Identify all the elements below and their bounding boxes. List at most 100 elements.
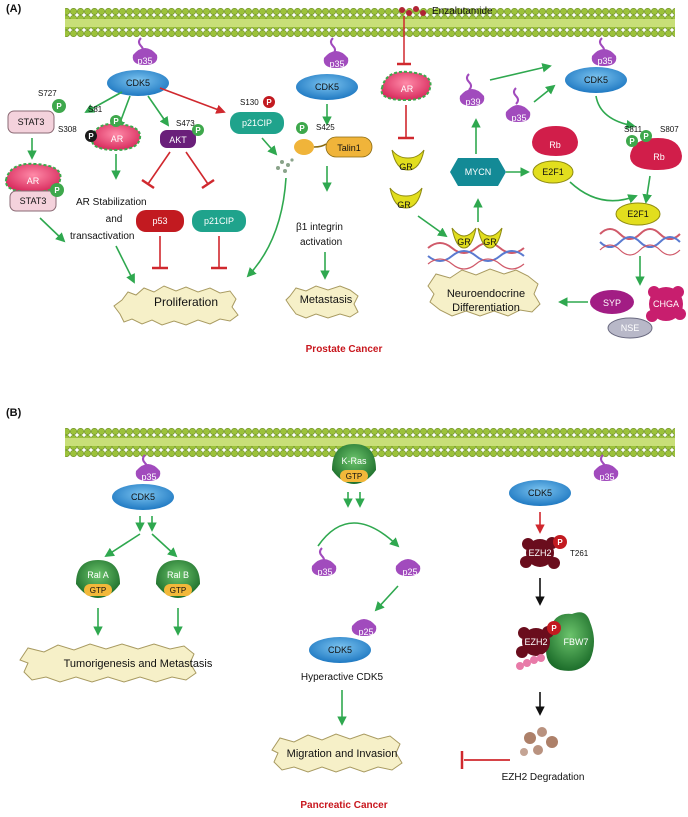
arrow-cdk5-rb: [595, 95, 636, 130]
phospho-s473-icon: P: [192, 124, 204, 136]
p35-label-a2: p35: [329, 59, 344, 69]
ne-diff-line1: Neuroendocrine: [447, 288, 525, 300]
p35-node-b1: p35: [135, 454, 161, 482]
cell-membrane-a: [65, 8, 675, 38]
p-label: P: [56, 102, 62, 111]
p39-node: p39: [459, 73, 485, 107]
ar-label-a3: AR: [401, 84, 414, 94]
ne-differentiation-outcome: Neuroendocrine Differentiation: [427, 268, 541, 317]
akt-label: AKT: [169, 135, 187, 145]
arrow-p25-cdk5: [374, 585, 399, 612]
arrow-cdk5-rala: [104, 533, 141, 558]
p35-label-b2: p35: [317, 567, 332, 577]
gr-label-dna2: GR: [483, 237, 497, 247]
e2f1-node-a2: E2F1: [615, 202, 661, 226]
nse-node: NSE: [607, 317, 653, 339]
e2f1-label-a1: E2F1: [542, 167, 564, 177]
arrow-p35-to-p25: [317, 522, 400, 548]
degradation-fragments-icon: [276, 158, 294, 173]
p39-label: p39: [465, 97, 480, 107]
p25-node-b2: p25: [351, 619, 377, 637]
e2f1-label-a2: E2F1: [627, 209, 649, 219]
phospho-s727-icon: P: [52, 99, 66, 113]
cdk5-node-a2: CDK5: [296, 74, 358, 100]
inhibit-bar-akt-p21cip: [201, 178, 215, 190]
stat3-label-a2: STAT3: [20, 196, 47, 206]
gr-label-a1: GR: [399, 162, 413, 172]
rb-node-a2: Rb: [630, 138, 682, 170]
inhibit-akt-p21cip: [185, 151, 209, 185]
p-label: P: [551, 624, 557, 633]
arrow-cdk5-akt: [147, 95, 170, 127]
cdk5-label-a3: CDK5: [584, 75, 608, 85]
stat3-node-a2: STAT3: [9, 190, 57, 212]
phospho-s308-icon: P: [85, 130, 97, 142]
ralb-label: Ral B: [167, 570, 189, 580]
p53-node: p53: [136, 210, 184, 232]
tumorigenesis-outcome: Tumorigenesis and Metastasis: [19, 643, 213, 683]
proliferation-outcome: Proliferation: [113, 285, 239, 326]
integrin-line1: β1 integrin: [296, 222, 343, 233]
phospho-s81-icon: P: [110, 115, 122, 127]
phospho-s811-icon: P: [626, 135, 638, 147]
metastasis-label: Metastasis: [300, 294, 353, 306]
metastasis-outcome: Metastasis: [285, 285, 359, 319]
dna-gr-icon: [427, 242, 525, 270]
cdk5-node-b2: CDK5: [309, 637, 371, 663]
p35-label-a3: p35: [511, 113, 526, 123]
p-label: P: [266, 98, 272, 107]
cdk5-label-b3: CDK5: [528, 488, 552, 498]
phospho-stat3-icon: P: [50, 183, 64, 197]
kras-node: K-Ras GTP: [332, 444, 376, 484]
p-label: P: [557, 538, 563, 547]
ar-node-a2: AR: [90, 122, 142, 152]
p21cip-label-upper: p21CIP: [242, 118, 272, 128]
site-s308: S308: [58, 125, 77, 134]
ne-diff-line2: Differentiation: [452, 302, 520, 314]
ezh2-degraded-icon: [520, 727, 558, 756]
panel-a-caption: Prostate Cancer: [306, 344, 383, 355]
akt-node-a: AKT: [160, 130, 196, 148]
nse-label: NSE: [621, 323, 640, 333]
site-s727: S727: [38, 89, 57, 98]
arrow-cdk5-stat3: [84, 91, 123, 113]
p-label: P: [643, 132, 649, 141]
gtp-label-ralb: GTP: [170, 586, 186, 595]
syp-label: SYP: [603, 298, 621, 308]
fbw7-node: FBW7: [546, 612, 594, 671]
p35-node-a4: p35: [591, 37, 617, 66]
arrow-arstab-prolif: [115, 245, 135, 284]
p53-label: p53: [152, 216, 167, 226]
e2f1-node-a1: E2F1: [532, 160, 574, 184]
dna-e2f1-icon: [599, 228, 681, 256]
arrow-cdk5-ralb: [151, 533, 178, 558]
arrow-p39-cdk5: [489, 63, 552, 81]
site-s811: S811: [624, 125, 643, 134]
p21cip-node-lower: p21CIP: [192, 210, 246, 232]
site-s473: S473: [176, 119, 195, 128]
site-s425: S425: [316, 123, 335, 132]
rb-node-a1: Rb: [532, 126, 578, 156]
gr-label-dna1: GR: [457, 237, 471, 247]
p25-label-b1: p25: [402, 567, 417, 577]
cdk5-node-a3: CDK5: [565, 67, 627, 93]
p-label: P: [195, 126, 201, 135]
panel-a-label: (A): [6, 3, 22, 15]
mycn-label: MYCN: [465, 167, 492, 177]
rala-node: Ral A GTP: [76, 560, 120, 598]
p35-label-a1: p35: [137, 56, 152, 66]
phospho-t261-icon: P: [553, 535, 567, 549]
p35-node-a1: p35: [132, 37, 158, 66]
ar-stab-line2: and: [106, 214, 123, 225]
gtp-label-rala: GTP: [90, 586, 106, 595]
site-s130: S130: [240, 98, 259, 107]
syp-node: SYP: [590, 290, 634, 314]
integrin-line2: activation: [300, 237, 342, 248]
rb-label-a1: Rb: [549, 140, 561, 150]
gr-node-a1: GR: [391, 149, 425, 172]
rala-label: Ral A: [87, 570, 109, 580]
cdk5-label-b2: CDK5: [328, 645, 352, 655]
p-label: P: [299, 124, 305, 133]
